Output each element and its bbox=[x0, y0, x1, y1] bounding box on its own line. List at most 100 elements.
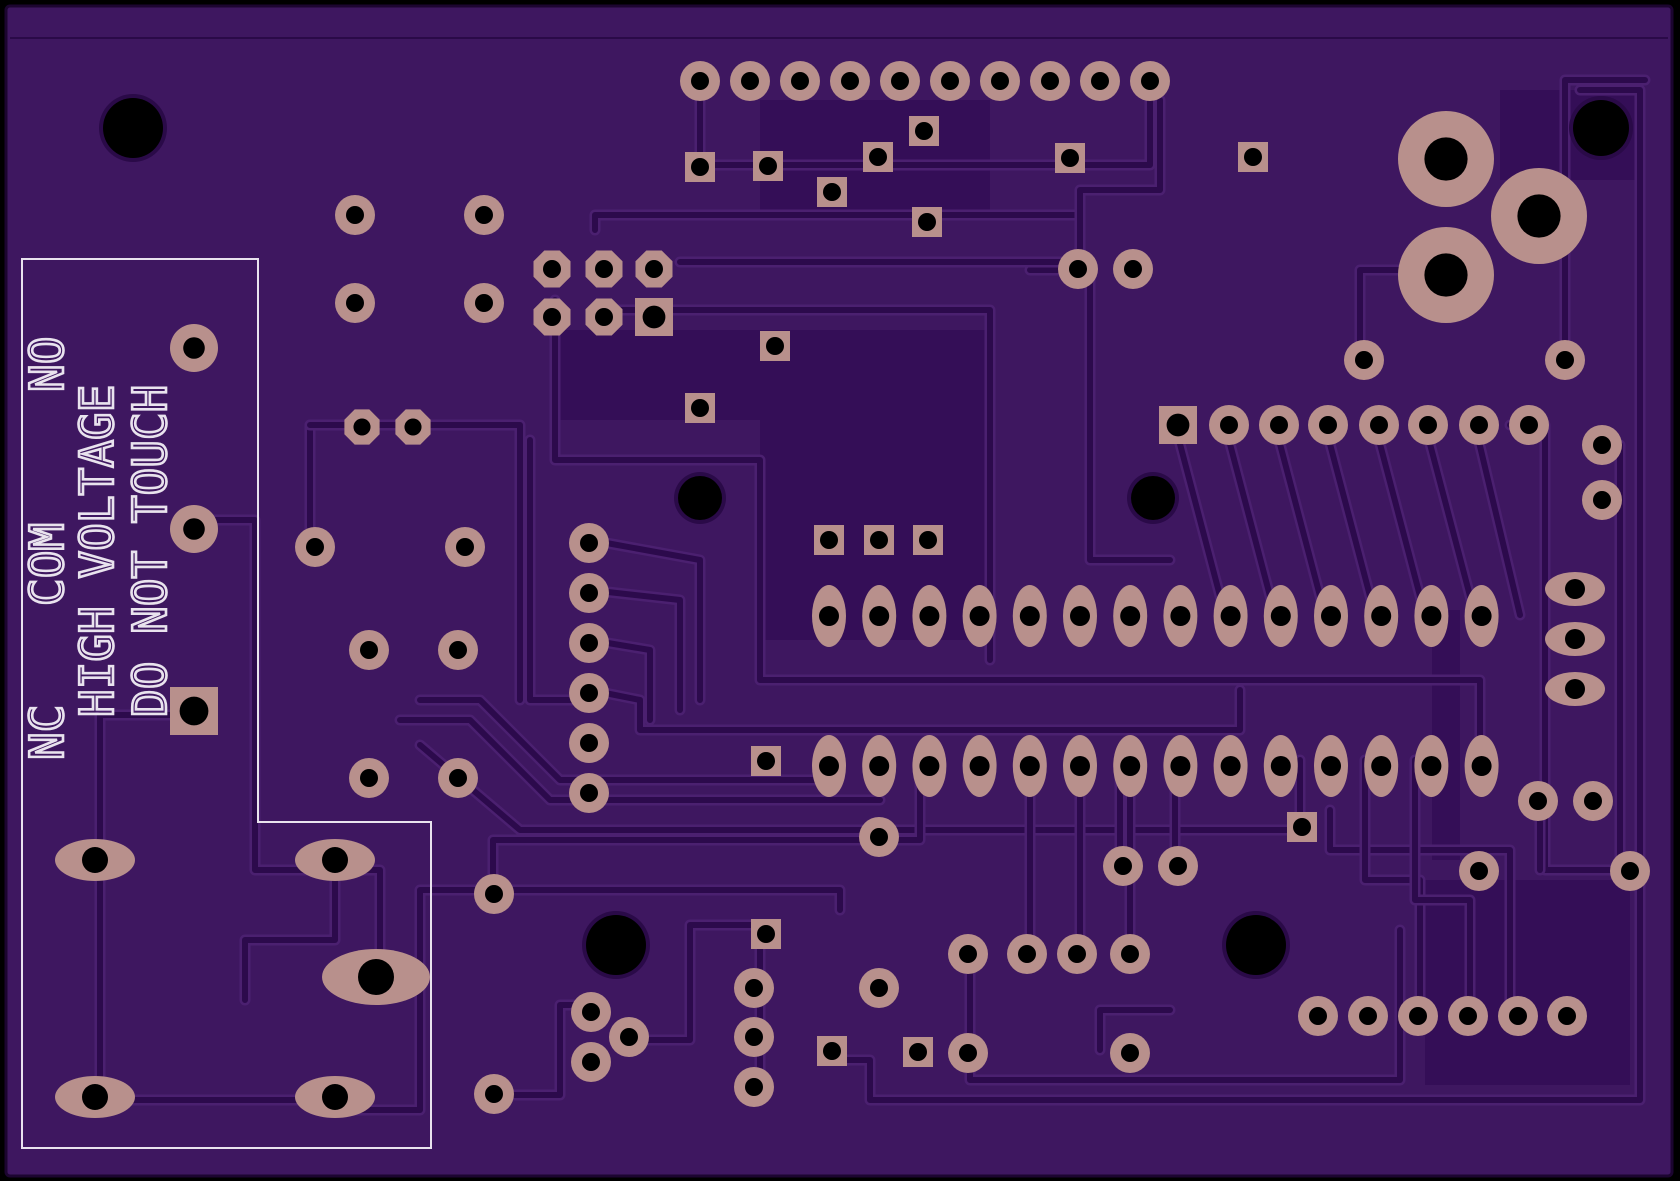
trace-6 bbox=[597, 307, 993, 663]
trace-30 bbox=[1362, 757, 1423, 1018]
pad-hole-47 bbox=[580, 534, 598, 552]
mount-hole-1 bbox=[103, 98, 163, 158]
pad-hole-63 bbox=[969, 756, 990, 776]
pad-hole-32 bbox=[404, 418, 422, 436]
label-do-not-touch: DO NOT TOUCH bbox=[123, 385, 177, 717]
pad-hole-65 bbox=[1019, 756, 1040, 776]
pad-hole-73 bbox=[1220, 756, 1241, 776]
pad-hole-81 bbox=[1421, 756, 1442, 776]
pad-hole-62 bbox=[969, 606, 990, 626]
pad-hole-29 bbox=[346, 294, 364, 312]
pad-hole-58 bbox=[869, 606, 890, 626]
pad-hole-100 bbox=[1565, 629, 1585, 649]
pad-hole-54 bbox=[870, 531, 888, 549]
pad-hole-56 bbox=[819, 606, 839, 626]
pad-hole-41 bbox=[179, 696, 209, 726]
pad-hole-39 bbox=[183, 337, 205, 359]
pad-hole-13 bbox=[869, 148, 887, 166]
pad-hole-30 bbox=[475, 294, 493, 312]
pad-hole-45 bbox=[82, 1084, 108, 1110]
pad-hole-129 bbox=[582, 1053, 600, 1071]
pad-hole-88 bbox=[1319, 416, 1337, 434]
pad-hole-14 bbox=[915, 122, 933, 140]
pad-hole-79 bbox=[1371, 756, 1392, 776]
pad-hole-67 bbox=[1070, 756, 1090, 776]
pad-hole-87 bbox=[1270, 416, 1288, 434]
pad-hole-55 bbox=[919, 531, 937, 549]
pad-hole-46 bbox=[322, 1084, 348, 1110]
label-high-voltage: HIGH VOLTAGE bbox=[70, 385, 124, 717]
pad-hole-3 bbox=[791, 72, 809, 90]
copper-pour-4 bbox=[1425, 880, 1630, 1085]
pad-hole-51 bbox=[580, 734, 598, 752]
pad-hole-49 bbox=[580, 634, 598, 652]
pad-hole-69 bbox=[1120, 756, 1141, 776]
pad-hole-83 bbox=[1471, 756, 1492, 776]
trace-32 bbox=[1172, 422, 1228, 618]
pad-hole-24 bbox=[543, 308, 561, 326]
pad-hole-72 bbox=[1220, 606, 1241, 626]
pad-hole-107 bbox=[1169, 857, 1187, 875]
trace-36 bbox=[1372, 422, 1428, 618]
pad-hole-113 bbox=[1424, 253, 1468, 297]
trace-34 bbox=[1272, 422, 1328, 618]
trace-7 bbox=[527, 437, 593, 703]
pad-hole-89 bbox=[1370, 416, 1388, 434]
pad-hole-25 bbox=[595, 308, 613, 326]
trace-40 bbox=[1562, 77, 1648, 363]
pad-hole-76 bbox=[1321, 606, 1341, 626]
pad-hole-50 bbox=[580, 684, 598, 702]
trace-31 bbox=[1412, 757, 1473, 1018]
pad-hole-119 bbox=[1359, 1007, 1377, 1025]
mount-hole-2 bbox=[1573, 100, 1629, 156]
pad-hole-18 bbox=[1244, 148, 1262, 166]
trace-37 bbox=[1422, 422, 1478, 618]
trace-17 bbox=[189, 517, 383, 978]
pad-hole-131 bbox=[745, 1078, 763, 1096]
pad-hole-27 bbox=[346, 206, 364, 224]
pad-hole-38 bbox=[449, 769, 467, 787]
pad-hole-120 bbox=[1409, 1007, 1427, 1025]
pad-hole-11 bbox=[691, 158, 709, 176]
pad-hole-61 bbox=[919, 756, 940, 776]
pad-hole-115 bbox=[1018, 945, 1036, 963]
trace-14 bbox=[417, 697, 833, 783]
pad-hole-80 bbox=[1421, 606, 1442, 626]
trace-11 bbox=[587, 587, 683, 713]
pads bbox=[55, 61, 1650, 1118]
pad-hole-124 bbox=[757, 925, 775, 943]
pad-hole-5 bbox=[891, 72, 909, 90]
pad-hole-122 bbox=[1509, 1007, 1527, 1025]
trace-18 bbox=[97, 712, 338, 1103]
pad-hole-96 bbox=[1556, 351, 1574, 369]
trace-25 bbox=[967, 927, 1403, 1083]
board-outline bbox=[4, 4, 1674, 1178]
traces bbox=[94, 74, 1651, 1116]
pad-hole-106 bbox=[1114, 857, 1132, 875]
pad-hole-21 bbox=[543, 260, 561, 278]
trace-9 bbox=[307, 422, 523, 703]
pad-hole-132 bbox=[823, 1042, 841, 1060]
pad-hole-104 bbox=[1470, 862, 1488, 880]
pad-hole-66 bbox=[1070, 606, 1090, 626]
pad-hole-128 bbox=[620, 1028, 638, 1046]
pad-hole-118 bbox=[1309, 1007, 1327, 1025]
trace-35 bbox=[1322, 422, 1378, 618]
pad-hole-126 bbox=[870, 979, 888, 997]
trace-45 bbox=[1097, 1007, 1173, 1053]
trace-24 bbox=[827, 87, 1643, 1103]
pad-hole-31 bbox=[353, 418, 371, 436]
pad-hole-53 bbox=[820, 531, 838, 549]
pad-hole-86 bbox=[1220, 416, 1238, 434]
mount-hole-5 bbox=[586, 915, 646, 975]
trace-5 bbox=[552, 297, 1483, 783]
mount-hole-6 bbox=[1226, 915, 1286, 975]
pad-hole-57 bbox=[819, 756, 839, 776]
pad-hole-17 bbox=[1061, 149, 1079, 167]
pad-hole-12 bbox=[759, 157, 777, 175]
pad-hole-9 bbox=[1091, 72, 1109, 90]
pad-hole-91 bbox=[1470, 416, 1488, 434]
pad-hole-7 bbox=[991, 72, 1009, 90]
pad-hole-4 bbox=[841, 72, 859, 90]
